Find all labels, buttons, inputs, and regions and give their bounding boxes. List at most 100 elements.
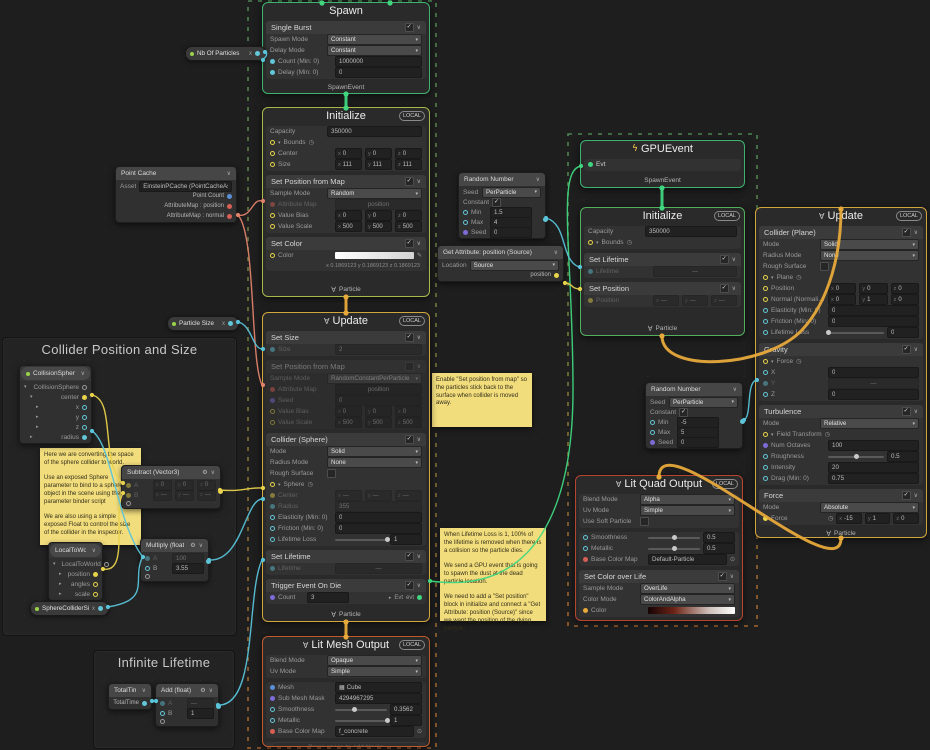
output-port[interactable] <box>740 419 745 424</box>
node-title-bar[interactable]: Get Attribute: position (Source)∨ <box>438 246 563 259</box>
mode-dropdown[interactable]: Solid▾ <box>327 446 422 457</box>
angles-output-port[interactable] <box>93 581 98 587</box>
wire[interactable] <box>237 321 263 350</box>
collisionsphere-output-port[interactable] <box>82 384 87 390</box>
block-enabled-checkbox[interactable]: ✓ <box>901 407 911 416</box>
size-field[interactable]: 2 <box>335 344 422 355</box>
b-field[interactable]: 1 <box>187 707 214 719</box>
block-header[interactable]: Single Burst✓∨ <box>266 21 426 34</box>
block-set-lifetime[interactable]: Set Lifetime✓∨Lifetime— <box>266 550 426 575</box>
delay-mode-dropdown[interactable]: Constant▾ <box>327 45 422 56</box>
z-port[interactable] <box>763 392 768 397</box>
block-enabled-checkbox[interactable]: ✓ <box>404 239 414 248</box>
add-input-port[interactable] <box>145 574 150 579</box>
force-x-field[interactable]: x-15 <box>836 513 862 524</box>
output-port[interactable] <box>543 217 548 222</box>
capacity-field[interactable]: 350000 <box>645 226 737 237</box>
attribute-map-port[interactable] <box>270 387 275 392</box>
mesh-field[interactable]: ▦Cube <box>335 682 422 693</box>
attribute-map-port[interactable] <box>270 202 275 207</box>
mode-dropdown[interactable]: Relative▾ <box>820 418 919 429</box>
output-port[interactable] <box>216 704 221 709</box>
roughness-slider[interactable] <box>828 454 884 459</box>
point-count-output-port[interactable] <box>227 193 232 199</box>
friction-min-0-port[interactable] <box>270 526 275 531</box>
elasticity-min-0-port[interactable] <box>763 308 768 313</box>
a-input-port[interactable] <box>126 482 131 488</box>
node-total-time[interactable]: TotalTime∨TotalTime <box>108 683 152 710</box>
block-enabled-checkbox[interactable]: ✓ <box>901 491 911 500</box>
block-header[interactable]: Set Size✓∨ <box>266 331 426 344</box>
radius-mode-dropdown[interactable]: None▾ <box>327 457 422 468</box>
block-enabled-checkbox[interactable]: ✓ <box>404 581 414 590</box>
metallic-port[interactable] <box>583 546 588 551</box>
metallic-slider-value-field[interactable]: 1 <box>390 715 422 726</box>
spawn-mode-dropdown[interactable]: Constant▾ <box>327 34 422 45</box>
lifetime-field[interactable]: — <box>335 563 422 574</box>
value-scale-port[interactable] <box>270 420 275 425</box>
radius-port[interactable] <box>270 504 275 509</box>
count-min-0-field[interactable]: 1000000 <box>335 56 422 67</box>
b-z-field[interactable]: z— <box>197 489 216 501</box>
node-title-bar[interactable]: Spawn <box>263 3 429 19</box>
block-header[interactable]: Set Color over Life✓∨ <box>579 570 739 583</box>
constant-checkbox[interactable]: ✓ <box>679 407 689 417</box>
node-title-bar[interactable]: Point Cache∨ <box>116 167 236 180</box>
normal-normalized-port[interactable] <box>763 297 768 302</box>
block-set-lifetime[interactable]: Set Lifetime✓∨Lifetime— <box>584 253 741 278</box>
value-bias-port[interactable] <box>270 409 275 414</box>
num-octaves-port[interactable] <box>763 443 768 448</box>
a-field[interactable]: 100 <box>172 552 204 564</box>
localtoworld-output-port[interactable] <box>103 561 109 567</box>
center-x-field[interactable]: x— <box>335 490 362 501</box>
a-input-port[interactable] <box>145 555 150 561</box>
seed-port[interactable] <box>270 398 275 403</box>
position-y-field[interactable]: y— <box>682 295 708 306</box>
add-input-port[interactable] <box>126 501 131 506</box>
rough-surface-checkbox[interactable] <box>820 262 829 271</box>
seed-input-port[interactable] <box>650 439 655 445</box>
y-output-port[interactable] <box>82 414 87 420</box>
friction-min-0-port[interactable] <box>763 319 768 324</box>
block-header[interactable]: Set Position✓∨ <box>584 282 741 295</box>
block-header[interactable]: Force✓∨ <box>759 489 923 502</box>
smoothness-slider-value-field[interactable]: 0.5 <box>703 532 735 543</box>
position-port[interactable] <box>588 298 593 303</box>
max-field[interactable]: 5 <box>677 426 719 438</box>
b-input-port[interactable] <box>145 565 150 571</box>
center-z-field[interactable]: z— <box>395 490 422 501</box>
smoothness-port[interactable] <box>583 535 588 540</box>
block-header[interactable]: Trigger Event On Die✓∨ <box>266 579 426 592</box>
metallic-slider-value-field[interactable]: 0.5 <box>703 543 735 554</box>
x-output-port[interactable] <box>82 404 87 410</box>
node-title-bar[interactable]: Subtract (Vector3)⚙∨ <box>122 466 220 479</box>
node-title-bar[interactable]: LocalToWorld∨ <box>50 544 101 557</box>
block-settings[interactable]: Evt <box>584 159 741 171</box>
z-field[interactable]: 0 <box>828 389 919 400</box>
base-color-map-field[interactable]: f_concrete <box>335 726 414 737</box>
smoothness-slider-value-field[interactable]: 0.3562 <box>390 704 422 715</box>
